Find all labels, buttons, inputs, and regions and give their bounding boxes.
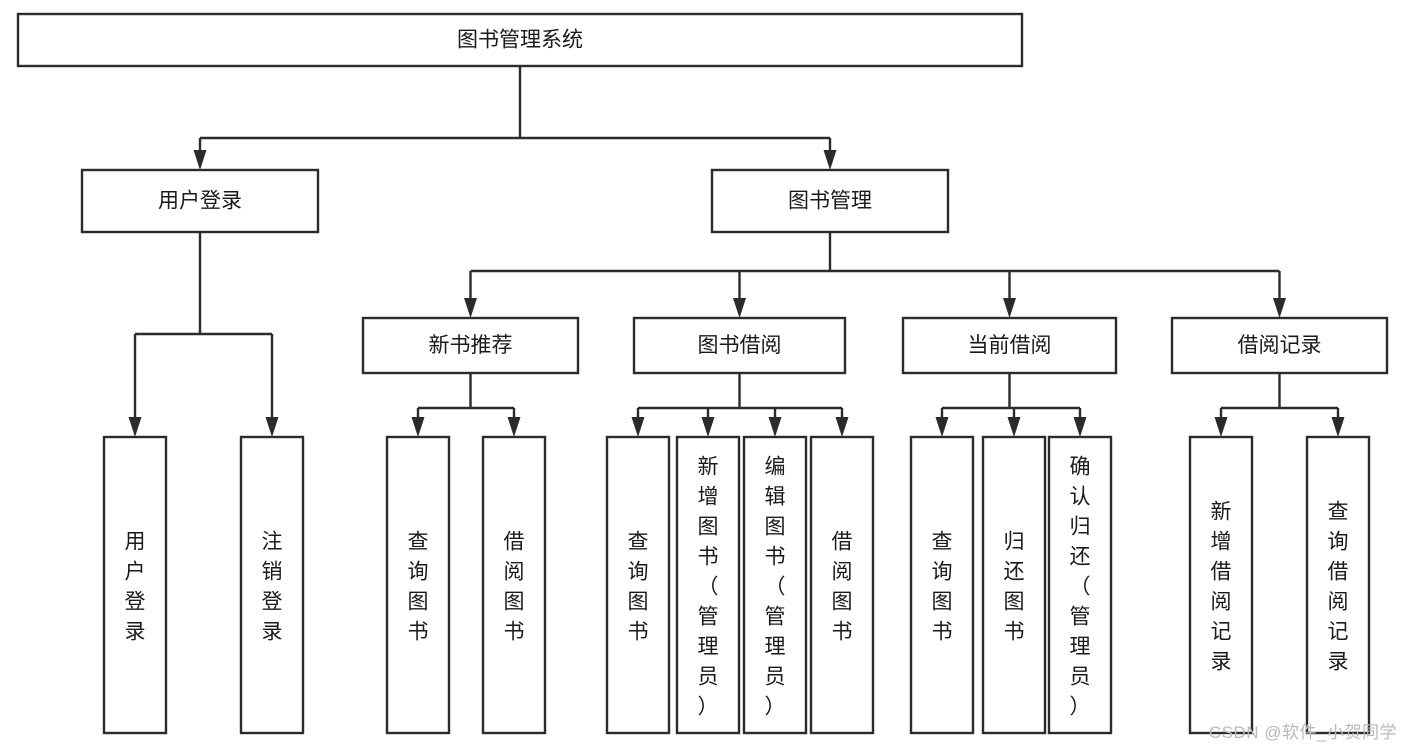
node-box-l3d[interactable] — [1170, 316, 1389, 375]
node-box-leaf3[interactable] — [385, 435, 451, 735]
node-label-root: 图书管理系统 — [457, 29, 583, 52]
node-leaf13[interactable]: 查询借阅记录 — [1305, 435, 1371, 735]
node-leaf5[interactable]: 查询图书 — [605, 435, 671, 735]
arrow-head-icon — [1273, 298, 1286, 318]
node-leaf3[interactable]: 查询图书 — [385, 435, 451, 735]
node-box-l2a[interactable] — [80, 168, 320, 234]
node-box-leaf13[interactable] — [1305, 435, 1371, 735]
node-l2b[interactable]: 图书管理 — [710, 168, 950, 234]
csdn-watermark: CSDN @软件_小贺同学 — [1208, 723, 1397, 742]
node-box-leaf12[interactable] — [1188, 435, 1254, 735]
node-box-leaf4[interactable] — [481, 435, 547, 735]
arrow-head-icon — [1214, 417, 1228, 437]
node-label-l2b: 图书管理 — [788, 190, 872, 213]
node-layer: 图书管理系统用户登录图书管理新书推荐图书借阅当前借阅借阅记录用户登录注销登录查询… — [16, 12, 1389, 735]
node-leaf9[interactable]: 查询图书 — [909, 435, 975, 735]
arrow-head-icon — [128, 417, 142, 437]
node-box-l3c[interactable] — [901, 316, 1118, 375]
node-box-leaf9[interactable] — [909, 435, 975, 735]
node-label-l2a: 用户登录 — [158, 190, 242, 213]
connector-layer — [128, 66, 1345, 437]
node-leaf6[interactable]: 新增图书（管理员） — [675, 435, 741, 735]
arrow-head-icon — [411, 417, 425, 437]
arrow-head-icon — [1007, 417, 1021, 437]
node-l2a[interactable]: 用户登录 — [80, 168, 320, 234]
node-label-leaf13: 查询借阅记录 — [1328, 500, 1349, 673]
node-label-l3d: 借阅记录 — [1238, 334, 1322, 357]
arrow-head-icon — [768, 417, 782, 437]
node-label-l3a: 新书推荐 — [429, 334, 513, 357]
node-leaf2[interactable]: 注销登录 — [239, 435, 305, 735]
node-box-l2b[interactable] — [710, 168, 950, 234]
node-box-leaf2[interactable] — [239, 435, 305, 735]
node-box-l3a[interactable] — [361, 316, 580, 375]
arrow-head-icon — [935, 417, 949, 437]
node-box-leaf7[interactable] — [742, 435, 808, 735]
node-box-leaf10[interactable] — [981, 435, 1047, 735]
arrow-head-icon — [265, 417, 279, 437]
node-label-l3b: 图书借阅 — [698, 334, 782, 357]
node-box-leaf5[interactable] — [605, 435, 671, 735]
node-label-leaf4: 借阅图书 — [504, 530, 525, 643]
arrow-head-icon — [464, 298, 477, 318]
node-box-leaf1[interactable] — [102, 435, 168, 735]
arrow-head-icon — [507, 417, 521, 437]
node-root[interactable]: 图书管理系统 — [16, 12, 1024, 68]
node-leaf10[interactable]: 归还图书 — [981, 435, 1047, 735]
node-label-leaf11: 确认归还（管理员） — [1070, 455, 1091, 718]
arrow-head-icon — [733, 298, 746, 318]
arrow-head-icon — [193, 150, 207, 170]
node-box-leaf11[interactable] — [1047, 435, 1113, 735]
arrow-head-icon — [1003, 298, 1016, 318]
node-box-leaf8[interactable] — [809, 435, 875, 735]
arrow-head-icon — [823, 150, 837, 170]
arrow-head-icon — [631, 417, 645, 437]
node-label-leaf12: 新增借阅记录 — [1211, 500, 1232, 673]
node-l3b[interactable]: 图书借阅 — [632, 316, 847, 375]
node-label-leaf8: 借阅图书 — [832, 530, 853, 643]
arrow-head-icon — [835, 417, 849, 437]
arrow-head-icon — [701, 417, 715, 437]
node-leaf4[interactable]: 借阅图书 — [481, 435, 547, 735]
arrow-head-icon — [1331, 417, 1345, 437]
node-label-leaf9: 查询图书 — [932, 530, 953, 643]
node-label-leaf7: 编辑图书（管理员） — [765, 455, 786, 718]
node-box-root[interactable] — [16, 12, 1024, 68]
node-label-leaf6: 新增图书（管理员） — [698, 455, 719, 718]
node-leaf12[interactable]: 新增借阅记录 — [1188, 435, 1254, 735]
node-leaf7[interactable]: 编辑图书（管理员） — [742, 435, 808, 735]
node-label-leaf5: 查询图书 — [628, 530, 649, 643]
node-l3d[interactable]: 借阅记录 — [1170, 316, 1389, 375]
arrow-head-icon — [1073, 417, 1087, 437]
node-box-l3b[interactable] — [632, 316, 847, 375]
node-label-l3c: 当前借阅 — [968, 334, 1052, 357]
node-label-leaf10: 归还图书 — [1004, 530, 1025, 643]
node-leaf8[interactable]: 借阅图书 — [809, 435, 875, 735]
node-label-leaf3: 查询图书 — [408, 530, 429, 643]
node-l3a[interactable]: 新书推荐 — [361, 316, 580, 375]
node-leaf11[interactable]: 确认归还（管理员） — [1047, 435, 1113, 735]
node-label-leaf1: 用户登录 — [125, 530, 146, 643]
node-box-leaf6[interactable] — [675, 435, 741, 735]
node-label-leaf2: 注销登录 — [262, 530, 283, 643]
node-l3c[interactable]: 当前借阅 — [901, 316, 1118, 375]
node-leaf1[interactable]: 用户登录 — [102, 435, 168, 735]
